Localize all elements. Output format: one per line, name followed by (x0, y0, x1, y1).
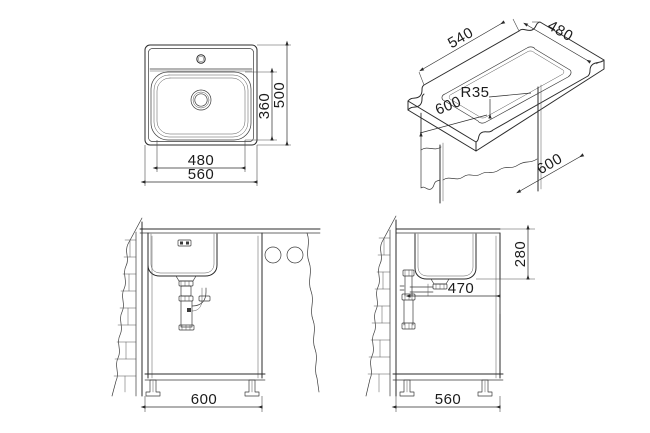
riser-collar-bottom (401, 322, 416, 330)
worktop-cutout-aperture (441, 46, 572, 124)
cabinet-foot-left (145, 379, 161, 397)
dimline-cabinet-width (419, 114, 488, 134)
drain-outlet-hole (194, 93, 208, 107)
basin-outline (150, 71, 252, 141)
tap-hole-inner (197, 55, 205, 63)
view-side-section: 280 470 560 (365, 215, 535, 412)
leader-corner-radius (488, 92, 532, 98)
side-foot-left (399, 379, 415, 397)
iso-ext-540-a (418, 71, 425, 86)
side-wall-torn-edge (365, 215, 397, 397)
overflow-slot-b (186, 241, 189, 245)
basin-outline-inner (153, 74, 249, 138)
overflow-plate (177, 239, 192, 247)
iso-ext-540-b (512, 18, 520, 32)
bottle-trap-cap (178, 324, 195, 331)
view-plan-sink: 480 560 360 500 (140, 40, 291, 186)
dimlabel-corner-radius: R35 (460, 84, 489, 101)
worktop-left-thickness (407, 93, 425, 111)
trap-outlet-collar (198, 295, 211, 302)
sink-rim-inner-line (148, 48, 254, 142)
pipe-outlet-left (264, 246, 282, 264)
dimlabel-basin-depth-280: 280 (512, 241, 529, 268)
side-drain-collar-ribs (435, 283, 445, 290)
dimlabel-front-cabinet-width: 600 (191, 391, 218, 408)
dimlabel-basin-reach-470: 470 (448, 280, 475, 297)
cabinet-left-broken-edge (420, 112, 441, 190)
drain-outlet-ring (190, 89, 212, 111)
dimlabel-basin-height: 360 (256, 93, 273, 120)
brick-wall-hatch (113, 239, 137, 393)
drain-collar-ribs (180, 280, 190, 287)
riser-pipe-upper (404, 275, 413, 297)
sink-outer-rim (144, 44, 258, 146)
wall-torn-left-edge (111, 217, 143, 397)
riser-wall-bracket (399, 285, 405, 291)
dimlabel-basin-width: 480 (188, 152, 215, 169)
drain-collar-b-ribs (180, 295, 190, 302)
trap-fitting-mark (187, 308, 191, 312)
trap-outlet-arm-inner (191, 287, 203, 312)
pipe-outlet-right (286, 246, 304, 264)
side-basin-section-inner (417, 233, 474, 277)
dimlabel-side-cabinet-depth: 560 (435, 391, 462, 408)
dimlabel-overall-width: 560 (188, 166, 215, 183)
riser-collar-top (402, 269, 415, 277)
tap-hole (196, 54, 206, 64)
riser-pipe-lower (403, 299, 414, 326)
cabinet-torn-right-edge (306, 232, 320, 393)
dimlabel-overall-height: 500 (271, 82, 288, 109)
riser-collar-top-ribs (404, 269, 413, 277)
riser-collar-bottom-ribs (404, 322, 413, 330)
side-foot-right (477, 379, 493, 397)
cabinet-foot-right (244, 379, 260, 397)
iso-ext-480-b (595, 59, 605, 65)
bottle-trap-cap-ribs (181, 324, 191, 331)
dimline-cabinet-depth (516, 153, 585, 194)
basin-section-inner (150, 233, 215, 274)
basin-floor-outline (156, 77, 246, 135)
worktop-cutout-rebate (448, 50, 565, 119)
dimline-cutout-depth (523, 22, 592, 64)
dimline-cutout-width (419, 20, 506, 72)
view-front-section: 600 (111, 217, 321, 412)
drain-collar-b (178, 295, 194, 302)
drain-outlet-ring-2 (192, 91, 210, 109)
bottle-trap-body (180, 300, 193, 328)
side-brick-wall-hatch (367, 237, 391, 393)
worktop-right-thickness (475, 59, 605, 152)
cabinet-torn-wave-left (420, 146, 442, 151)
overflow-slot-a (180, 241, 183, 245)
